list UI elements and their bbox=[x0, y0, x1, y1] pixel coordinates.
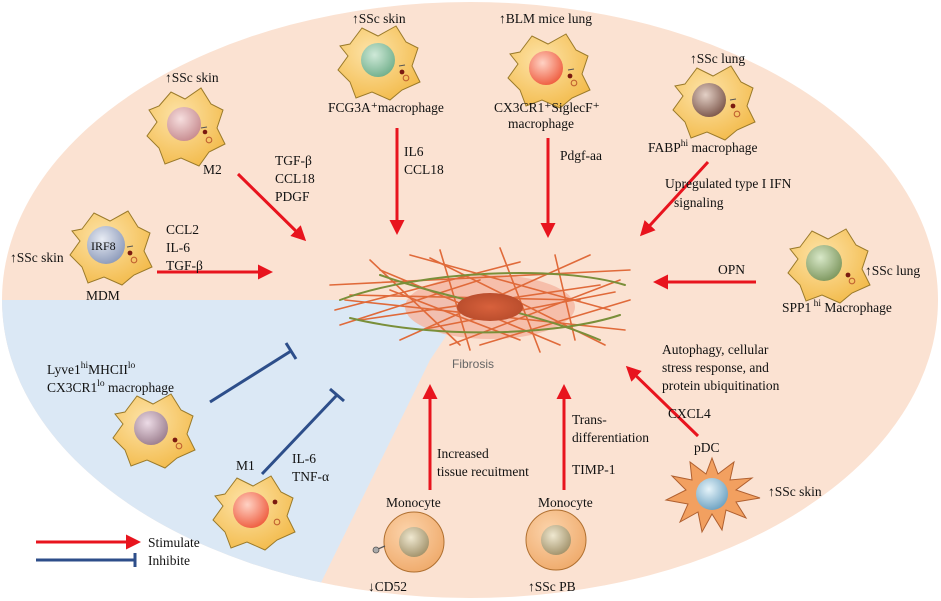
mdm-label: MDM bbox=[86, 288, 120, 303]
signal-differentiation: differentiation bbox=[572, 430, 649, 445]
spp1-nucleus bbox=[806, 245, 842, 281]
signal-timp1: TIMP-1 bbox=[572, 462, 616, 477]
legend: Stimulate Inhibite bbox=[36, 534, 200, 568]
pdc-cell bbox=[664, 456, 761, 534]
fcg3a-macrophage bbox=[337, 25, 421, 101]
signal-m2-pdgf: PDGF bbox=[275, 189, 310, 204]
signals-fcg3a: IL6 CCL18 bbox=[404, 144, 444, 177]
mdm-nucleus bbox=[87, 226, 125, 264]
signals-mono1-process: Increased tissue recuitment bbox=[437, 446, 529, 479]
monocyte-2-label: Monocyte bbox=[538, 495, 593, 510]
legend-stimulate-label: Stimulate bbox=[148, 535, 200, 550]
fabp-label: FABPhi macrophage bbox=[648, 139, 758, 155]
signals-mdm: CCL2 IL-6 TGF-β bbox=[166, 222, 203, 273]
signal-fcg3a-il6: IL6 bbox=[404, 144, 424, 159]
signals-m2: TGF-β CCL18 PDGF bbox=[275, 153, 315, 204]
legend-inhibit-label: Inhibite bbox=[148, 553, 190, 568]
fcg3a-tag: ↑SSc skin bbox=[352, 11, 406, 26]
monocyte-1 bbox=[372, 511, 445, 573]
pdc-tag: ↑SSc skin bbox=[768, 484, 822, 499]
m2-nucleus bbox=[167, 107, 201, 141]
monocyte-2 bbox=[525, 509, 587, 571]
signal-pdc-process-line3: protein ubiquitination bbox=[662, 378, 780, 393]
cx3cr1-tag: ↑BLM mice lung bbox=[499, 11, 592, 26]
inhibit-m1 bbox=[260, 387, 345, 476]
signals-mono2-process: Trans- differentiation bbox=[572, 412, 649, 445]
signal-mdm-il6: IL-6 bbox=[166, 240, 190, 255]
spp1-label: SPP1 hi Macrophage bbox=[782, 299, 892, 315]
signal-fabp-line1: Upregulated type I IFN bbox=[665, 176, 792, 191]
cx3cr1-label-line2: macrophage bbox=[508, 116, 574, 131]
lyve1-macrophage bbox=[112, 393, 196, 469]
lyve1-nucleus bbox=[134, 411, 168, 445]
fcg3a-label: FCG3A⁺macrophage bbox=[328, 100, 444, 115]
fabp-nucleus bbox=[692, 83, 726, 117]
pdc-label: pDC bbox=[694, 440, 720, 455]
arrow-fabp bbox=[639, 160, 710, 237]
signals-fabp: Upregulated type I IFN signaling bbox=[665, 176, 792, 210]
irf8-label: IRF8 bbox=[91, 239, 116, 253]
inhibit-lyve1 bbox=[209, 342, 298, 404]
spp1-macrophage bbox=[787, 228, 871, 304]
mdm-macrophage bbox=[69, 210, 153, 286]
cd52-marker bbox=[377, 545, 386, 550]
signal-fabp-line2: signaling bbox=[674, 195, 724, 210]
fabp-macrophage bbox=[672, 65, 756, 141]
mdm-tag: ↑SSc skin bbox=[10, 250, 64, 265]
cx3cr1-macrophage bbox=[507, 33, 591, 109]
monocyte-1-tag: ↓CD52 bbox=[368, 579, 407, 594]
signal-pdc-process-line1: Autophagy, cellular bbox=[662, 342, 769, 357]
m2-tag: ↑SSc skin bbox=[165, 70, 219, 85]
spp1-tag: ↑SSc lung bbox=[865, 263, 920, 278]
signal-increased: Increased bbox=[437, 446, 489, 461]
signals-pdc-process: Autophagy, cellular stress response, and… bbox=[662, 342, 780, 393]
monocyte-2-nucleus bbox=[541, 525, 571, 555]
signal-m2-tgfb: TGF-β bbox=[275, 153, 312, 168]
lyve1-label-line2: CX3CR1lo macrophage bbox=[47, 379, 174, 395]
signal-m1-il6: IL-6 bbox=[292, 451, 316, 466]
signal-trans: Trans- bbox=[572, 412, 607, 427]
signal-tissue-recruitment: tissue recuitment bbox=[437, 464, 529, 479]
signal-m1-tnfa: TNF-α bbox=[292, 469, 329, 484]
m2-macrophage bbox=[146, 87, 226, 167]
arrow-pdc bbox=[625, 365, 700, 438]
fcg3a-nucleus bbox=[361, 43, 395, 77]
monocyte-1-nucleus bbox=[399, 527, 429, 557]
fibroblast: Fibrosis bbox=[329, 247, 631, 371]
signal-opn: OPN bbox=[718, 262, 745, 277]
fibroblast-nucleus bbox=[457, 293, 523, 321]
m1-label: M1 bbox=[236, 458, 255, 473]
signal-mdm-ccl2: CCL2 bbox=[166, 222, 199, 237]
m1-nucleus bbox=[233, 492, 269, 528]
m1-macrophage bbox=[212, 475, 296, 551]
signals-m1: IL-6 TNF-α bbox=[292, 451, 329, 484]
monocyte-2-tag: ↑SSc PB bbox=[528, 579, 576, 594]
signal-mdm-tgfb: TGF-β bbox=[166, 258, 203, 273]
signal-pdc-process-line2: stress response, and bbox=[662, 360, 769, 375]
fabp-tag: ↑SSc lung bbox=[690, 51, 745, 66]
fibrosis-label: Fibrosis bbox=[452, 357, 494, 371]
m2-label: M2 bbox=[203, 162, 222, 177]
signal-cxcl4: CXCL4 bbox=[668, 406, 711, 421]
signal-fcg3a-ccl18: CCL18 bbox=[404, 162, 444, 177]
signal-pdgf-aa: Pdgf-aa bbox=[560, 148, 602, 163]
signal-m2-ccl18: CCL18 bbox=[275, 171, 315, 186]
cx3cr1-nucleus bbox=[529, 51, 563, 85]
cx3cr1-label-line1: CX3CR1⁺SiglecF⁺ bbox=[494, 100, 600, 115]
monocyte-1-label: Monocyte bbox=[386, 495, 441, 510]
pdc-nucleus bbox=[696, 478, 728, 510]
arrow-m2 bbox=[236, 172, 307, 242]
lyve1-label-line1: Lyve1hiMHCIIlo bbox=[47, 361, 136, 377]
